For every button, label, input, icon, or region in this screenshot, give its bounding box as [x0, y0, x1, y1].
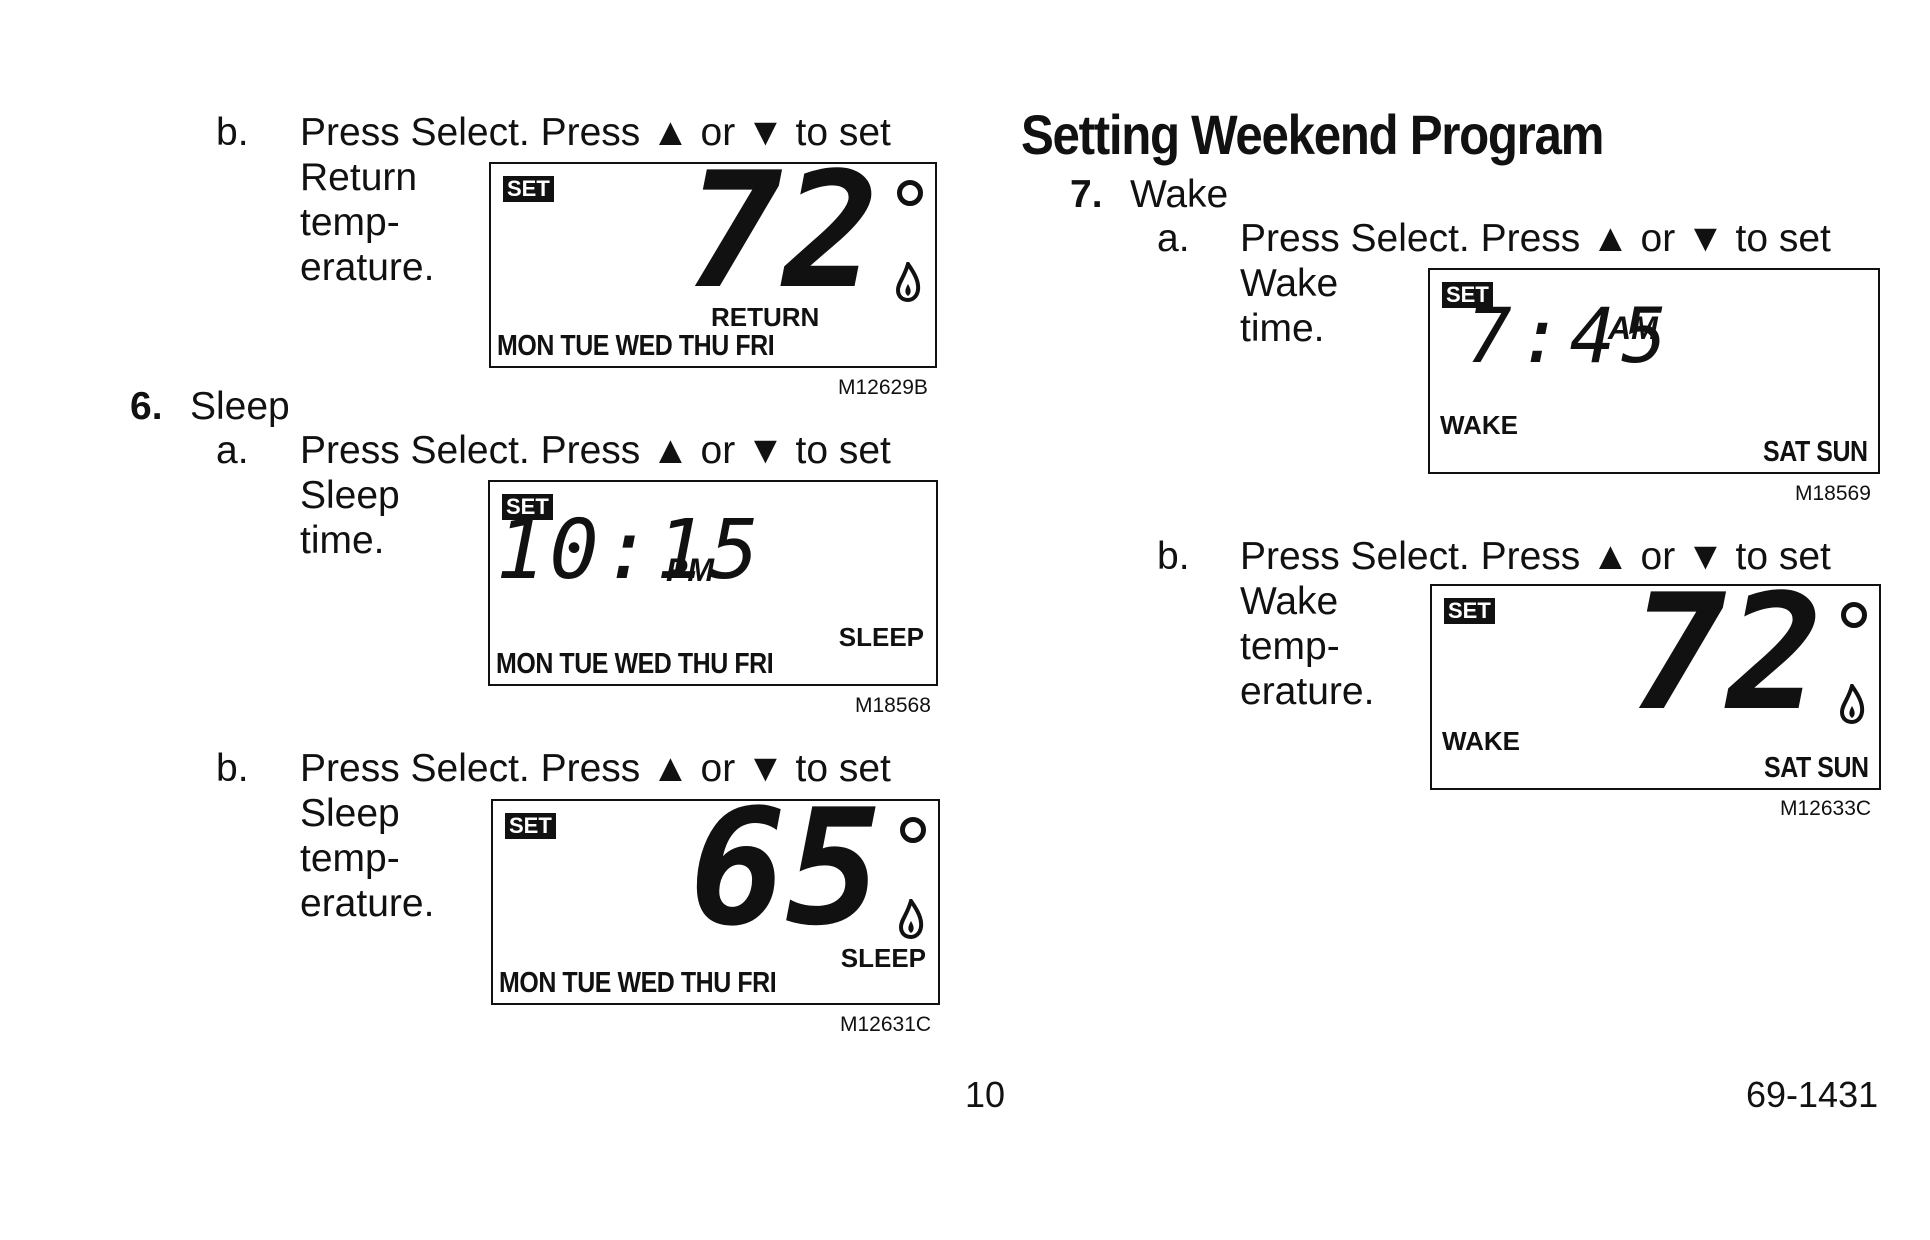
set-badge: SET	[502, 494, 553, 520]
step-text-line: Wake	[1240, 580, 1339, 623]
step-text-line: temp-	[1240, 625, 1340, 668]
figure-code: M12629B	[838, 376, 928, 399]
document-code: 69-1431	[1746, 1074, 1879, 1115]
figure-code: M12631C	[840, 1013, 932, 1036]
thermostat-display-return-temp: SET 72 RETURN MON TUE WED THU FRI	[489, 151, 937, 368]
thermostat-display-wake-temp: SET 72 WAKE SAT SUN	[1430, 573, 1881, 790]
mode-label: WAKE	[1440, 410, 1518, 440]
step-letter: a.	[1157, 217, 1190, 260]
section-heading: Setting Weekend Program	[1021, 103, 1604, 166]
step-text-line: erature.	[1240, 670, 1375, 713]
step-number: 7.	[1070, 173, 1103, 216]
day-labels: MON TUE WED THU FRI	[496, 648, 774, 680]
am-pm-indicator: PM	[666, 552, 714, 588]
time-digits: 10:15	[496, 503, 763, 598]
degree-icon	[897, 180, 923, 206]
degree-icon	[900, 817, 926, 843]
set-badge: SET	[1442, 282, 1493, 308]
degree-icon	[1841, 602, 1867, 628]
mode-label: RETURN	[711, 302, 820, 332]
am-pm-indicator: AM	[1608, 310, 1658, 346]
step-instruction: Press Select. Press ▲ or ▼ to set	[300, 111, 891, 154]
figure-code: M18569	[1795, 482, 1871, 505]
day-labels: SAT SUN	[1764, 752, 1869, 784]
flame-icon	[898, 899, 924, 939]
step-text-line: Wake	[1240, 262, 1339, 305]
time-digits: 7:45	[1466, 291, 1674, 380]
set-badge: SET	[1444, 598, 1495, 624]
step-letter: b.	[216, 747, 249, 790]
step-text-line: erature.	[300, 246, 435, 289]
thermostat-display-wake-time: SET 7:45 AM WAKE SAT SUN	[1428, 268, 1880, 474]
step-title: Wake	[1130, 173, 1229, 216]
mode-label: SLEEP	[838, 622, 924, 652]
step-number: 6.	[130, 385, 163, 428]
step-text-line: Sleep	[300, 792, 400, 835]
step-text-line: time.	[300, 519, 385, 562]
mode-label: WAKE	[1442, 726, 1520, 756]
temperature-digits: 72	[686, 137, 879, 324]
set-badge: SET	[505, 813, 556, 839]
flame-icon	[1839, 684, 1865, 724]
step-text-line: temp-	[300, 837, 400, 880]
page-number: 10	[965, 1074, 1006, 1115]
step-instruction: Press Select. Press ▲ or ▼ to set	[300, 747, 891, 790]
step-text-line: Return	[300, 156, 418, 199]
thermostat-display-sleep-temp: SET 65 SLEEP MON TUE WED THU FRI	[491, 788, 940, 1005]
step-text-line: temp-	[300, 201, 400, 244]
flame-icon	[895, 262, 921, 302]
thermostat-display-sleep-time: SET 10:15 PM SLEEP MON TUE WED THU FRI	[488, 480, 938, 686]
step-instruction: Press Select. Press ▲ or ▼ to set	[1240, 217, 1831, 260]
figure-code: M12633C	[1780, 797, 1872, 820]
set-badge: SET	[503, 176, 554, 202]
step-instruction: Press Select. Press ▲ or ▼ to set	[1240, 535, 1831, 578]
day-labels: MON TUE WED THU FRI	[499, 967, 777, 999]
temperature-digits: 65	[689, 774, 882, 961]
step-text-line: erature.	[300, 882, 435, 925]
step-letter: b.	[216, 111, 249, 154]
step-instruction: Press Select. Press ▲ or ▼ to set	[300, 429, 891, 472]
figure-code: M18568	[855, 694, 931, 717]
step-letter: a.	[216, 429, 249, 472]
step-text-line: Sleep	[300, 474, 400, 517]
day-labels: SAT SUN	[1763, 436, 1868, 468]
temperature-digits: 72	[1630, 559, 1823, 746]
step-text-line: time.	[1240, 307, 1325, 350]
step-title: Sleep	[190, 385, 290, 428]
step-letter: b.	[1157, 535, 1190, 578]
mode-label: SLEEP	[840, 943, 926, 973]
day-labels: MON TUE WED THU FRI	[497, 330, 775, 362]
